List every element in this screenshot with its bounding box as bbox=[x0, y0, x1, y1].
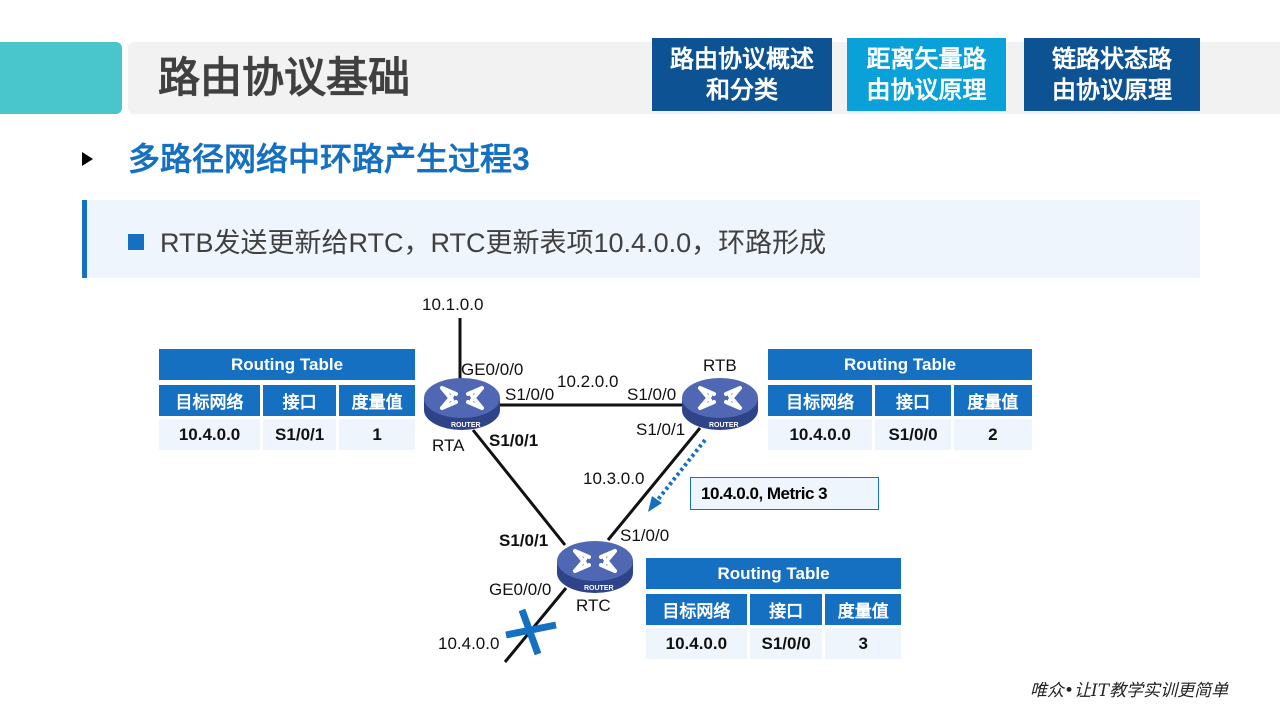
network-label: 10.3.0.0 bbox=[583, 469, 644, 488]
column-header: 度量值 bbox=[825, 594, 901, 625]
nav-button-overview[interactable]: 路由协议概述和分类 bbox=[652, 38, 832, 111]
square-bullet-icon bbox=[128, 234, 144, 250]
nav-button-distance-vector[interactable]: 距离矢量路由协议原理 bbox=[847, 38, 1006, 111]
bullet-band bbox=[82, 200, 1200, 278]
router-label-rtb: RTB bbox=[703, 356, 737, 375]
teal-tab bbox=[0, 42, 122, 114]
nav-label: 由协议原理 bbox=[1052, 76, 1172, 104]
table-caption: Routing Table bbox=[768, 349, 1032, 382]
nav-button-link-state[interactable]: 链路状态路由协议原理 bbox=[1024, 38, 1200, 111]
cell: 3 bbox=[825, 628, 901, 659]
nav-label: 路由协议概述 bbox=[670, 45, 814, 73]
cell: 10.4.0.0 bbox=[646, 628, 747, 659]
column-header: 接口 bbox=[263, 385, 337, 416]
link-down-x-icon bbox=[505, 608, 557, 656]
router-badge: ROUTER bbox=[584, 585, 614, 592]
port-label: GE0/0/0 bbox=[461, 360, 523, 379]
network-label: 10.1.0.0 bbox=[422, 295, 483, 314]
cell: 2 bbox=[953, 419, 1032, 450]
table-caption: Routing Table bbox=[159, 349, 415, 382]
router-label-rtc: RTC bbox=[576, 596, 611, 615]
table-caption: Routing Table bbox=[646, 558, 901, 591]
column-header: 接口 bbox=[749, 594, 823, 625]
cell: 1 bbox=[339, 419, 415, 450]
router-badge: ROUTER bbox=[451, 422, 481, 429]
footer-slogan: 唯众•让IT教学实训更简单 bbox=[1030, 681, 1229, 701]
column-header: 接口 bbox=[875, 385, 951, 416]
page-title: 路由协议基础 bbox=[158, 54, 411, 101]
port-label: S1/0/1 bbox=[499, 531, 548, 550]
cell: 10.4.0.0 bbox=[768, 419, 873, 450]
link-rta-rtc bbox=[471, 429, 567, 546]
column-header: 目标网络 bbox=[646, 594, 747, 625]
column-header: 目标网络 bbox=[159, 385, 261, 416]
section-heading: 多路径网络中环路产生过程3 bbox=[128, 141, 530, 177]
router-label-rta: RTA bbox=[432, 436, 465, 455]
link-10-4 bbox=[503, 587, 568, 663]
port-label: S1/0/0 bbox=[627, 385, 676, 404]
port-label: S1/0/0 bbox=[505, 385, 554, 404]
cell: 10.4.0.0 bbox=[159, 419, 261, 450]
link-rtb-rtc bbox=[606, 427, 702, 541]
bullet-text: RTB发送更新给RTC，RTC更新表项10.4.0.0，环路形成 bbox=[160, 228, 827, 258]
nav-label: 由协议原理 bbox=[866, 76, 987, 104]
update-message-box: 10.4.0.0, Metric 3 bbox=[690, 477, 879, 510]
network-label: 10.2.0.0 bbox=[557, 372, 618, 391]
port-label: S1/0/1 bbox=[636, 420, 685, 439]
column-header: 度量值 bbox=[953, 385, 1032, 416]
cell: S1/0/0 bbox=[749, 628, 823, 659]
cell: S1/0/0 bbox=[875, 419, 951, 450]
router-badge: ROUTER bbox=[709, 422, 739, 429]
network-label: 10.4.0.0 bbox=[438, 634, 499, 653]
nav-label: 和分类 bbox=[706, 76, 778, 104]
cell: S1/0/1 bbox=[263, 419, 337, 450]
nav-label: 距离矢量路 bbox=[866, 45, 987, 73]
port-label: GE0/0/0 bbox=[489, 580, 551, 599]
port-label: S1/0/0 bbox=[620, 526, 669, 545]
nav-label: 链路状态路 bbox=[1052, 45, 1172, 73]
update-arrow-icon bbox=[648, 438, 707, 512]
column-header: 度量值 bbox=[339, 385, 415, 416]
triangle-bullet-icon bbox=[82, 152, 93, 166]
port-label: S1/0/1 bbox=[489, 431, 538, 450]
column-header: 目标网络 bbox=[768, 385, 873, 416]
